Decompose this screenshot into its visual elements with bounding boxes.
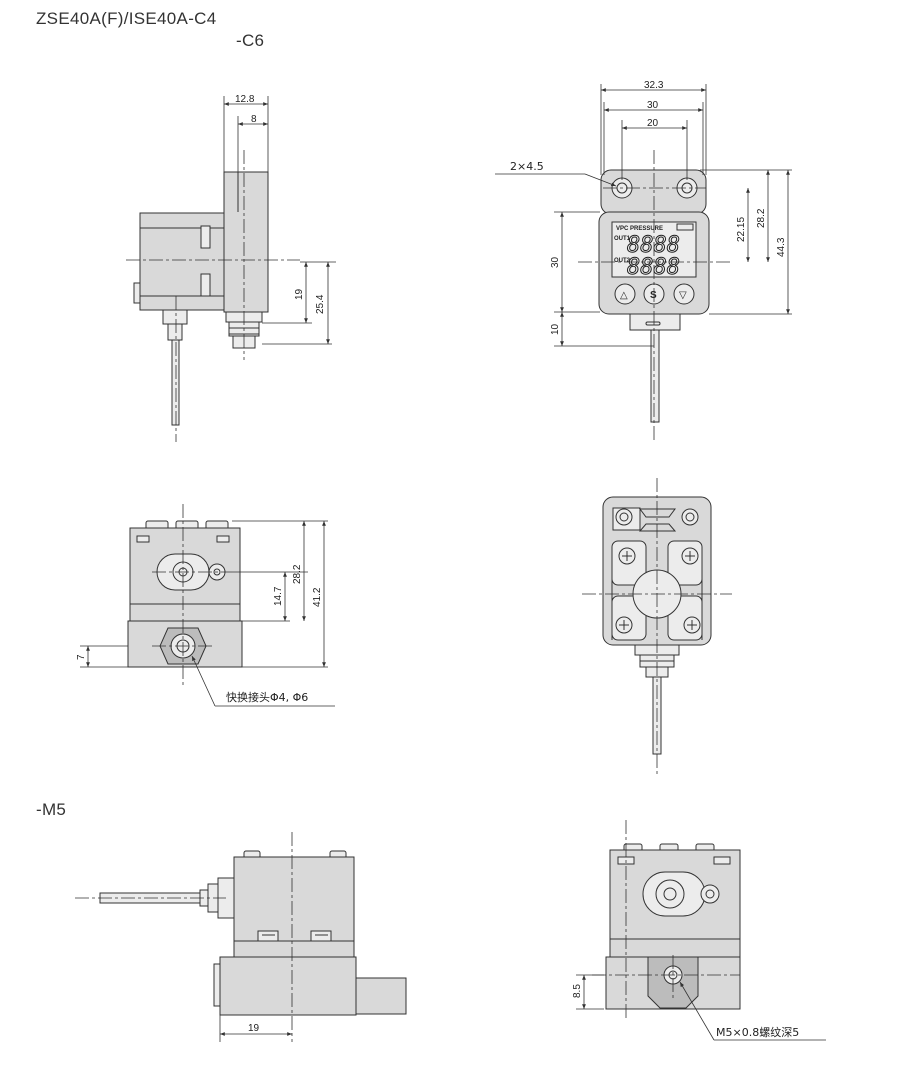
side-view: 12.8 8 19 25.4 <box>126 94 336 442</box>
dim-30-top: 30 <box>647 100 659 111</box>
dim-28-2: 28.2 <box>756 208 767 228</box>
dim-20: 20 <box>647 118 659 129</box>
dim-30-left: 30 <box>550 256 561 268</box>
m5-sensor-body <box>233 856 355 958</box>
out1-label: OUT1 <box>614 236 631 242</box>
bottom-view: 14.7 28.2 41.2 7 快换接头Φ4, Φ6 <box>76 504 335 707</box>
dim-22-15: 22.15 <box>736 217 747 242</box>
dim-8: 8 <box>251 114 257 125</box>
m5-base <box>219 956 357 1016</box>
m5-port-boss <box>642 871 706 917</box>
display-digits: 8888 <box>627 233 680 258</box>
dim-14-7: 14.7 <box>273 586 284 606</box>
dim-19: 19 <box>294 288 305 300</box>
dim-41-2: 41.2 <box>312 587 323 607</box>
out2-label: OUT2 <box>614 258 631 264</box>
up-icon: △ <box>620 290 628 301</box>
fitting-callout: 快换接头Φ4, Φ6 <box>226 690 308 704</box>
display-digits: 8888 <box>627 255 680 280</box>
set-icon: S <box>650 290 657 301</box>
display-brand: VPC PRESSURE <box>616 226 663 232</box>
model-title: ZSE40A(F)/ISE40A-C4 <box>36 9 217 28</box>
m5-dim-19: 19 <box>248 1023 260 1034</box>
side-latch <box>200 273 211 297</box>
dim-10: 10 <box>550 323 561 335</box>
dim-7: 7 <box>76 654 87 660</box>
dim-25-4: 25.4 <box>315 294 326 314</box>
front-view: VPC PRESSURE OUT1 OUT2 8888 8888 △ S ▽ 3… <box>495 80 792 442</box>
m5-front-view: 8.5 M5×0.8螺纹深5 <box>572 820 826 1041</box>
down-icon: ▽ <box>679 290 687 301</box>
hole-callout: 2×4.5 <box>510 160 544 173</box>
side-bracket <box>223 171 269 313</box>
down-button <box>673 283 695 305</box>
m5-side-view: 19 <box>75 832 407 1042</box>
dim-12-8: 12.8 <box>235 94 255 105</box>
dim-32-3: 32.3 <box>644 80 664 91</box>
m5-base-extension <box>355 977 407 1015</box>
m5-dim-8-5: 8.5 <box>572 984 583 998</box>
up-button <box>614 283 636 305</box>
thread-callout: M5×0.8螺纹深5 <box>716 1025 799 1039</box>
side-latch <box>200 225 211 249</box>
model-suffix: -C6 <box>236 31 265 50</box>
dim-44-3: 44.3 <box>776 237 787 257</box>
back-view <box>582 478 732 775</box>
m5-section-title: -M5 <box>36 800 67 819</box>
dim-28-2: 28.2 <box>292 564 303 584</box>
